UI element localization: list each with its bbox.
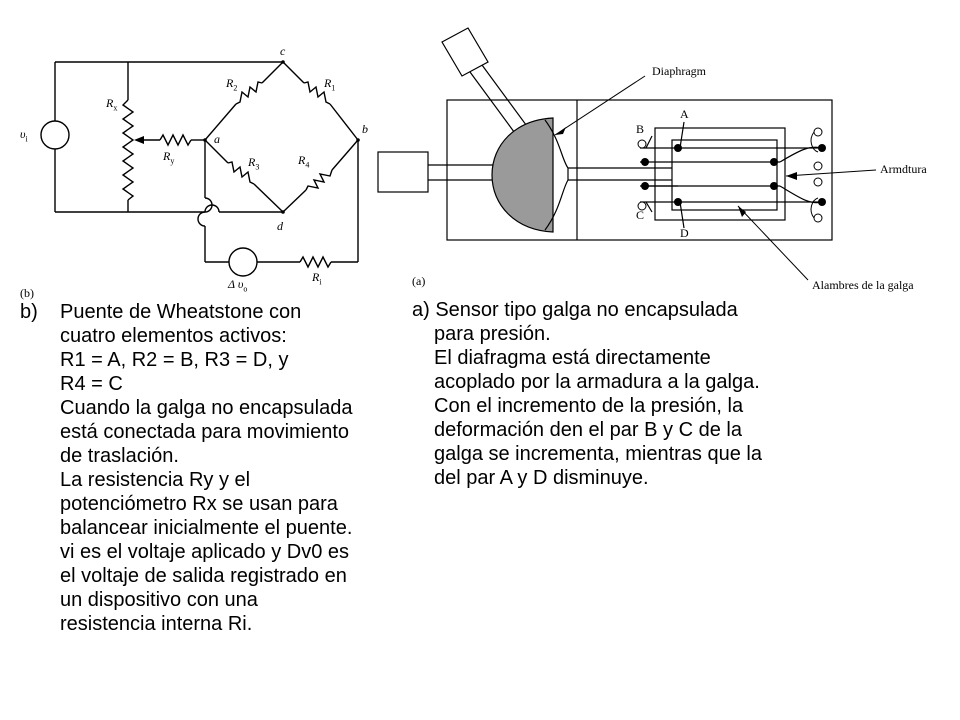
armadura-callout <box>785 169 877 177</box>
resistor-ri <box>299 255 332 269</box>
resistor-r4 <box>305 169 333 191</box>
node-b-label: b <box>362 122 368 136</box>
right-description: a) Sensor tipo galga no encapsulada para… <box>412 298 852 490</box>
left-line-2: cuatro elementos activos: <box>60 325 287 347</box>
pin-d-label: D <box>680 226 689 240</box>
panel-label-a: (a) <box>412 274 426 288</box>
alambres-callout <box>737 205 809 281</box>
node-d-label: d <box>277 219 283 233</box>
diaphragm <box>491 117 554 233</box>
rx-label: Rx <box>106 96 118 113</box>
left-line-12: el voltaje de salida registrado en <box>60 565 347 587</box>
left-line-14: resistencia interna Ri. <box>60 613 253 635</box>
diaphragm-label: Diaphragm <box>652 64 706 78</box>
node-c-label: c <box>280 44 286 58</box>
pin-b-label: B <box>636 122 645 136</box>
left-line-10: balancear inicialmente el puente. <box>60 517 353 539</box>
left-line-5: Cuando la galga no encapsulada <box>60 397 353 419</box>
vi-label: υi <box>20 127 28 144</box>
resistor-r1 <box>303 81 331 105</box>
r3-label: R3 <box>248 155 260 172</box>
potentiometer-rx <box>121 99 135 201</box>
ry-label: Ry <box>163 149 175 166</box>
r2-label: R2 <box>226 76 238 93</box>
right-line-6: deformación den el par B y C de la <box>434 419 742 441</box>
node-a-label: a <box>214 132 220 146</box>
ri-label: Ri <box>312 270 322 287</box>
right-line-2: para presión. <box>434 323 551 345</box>
vo-label: Δ υo <box>228 277 248 294</box>
left-line-11: vi es el voltaje aplicado y Dv0 es <box>60 541 350 563</box>
right-line-1: a) Sensor tipo galga no encapsulada <box>412 299 738 321</box>
left-line-9: potenciómetro Rx se usan para <box>60 493 338 515</box>
sensor-housing <box>446 99 833 241</box>
resistor-ry <box>159 133 192 147</box>
left-marker: b) <box>20 301 38 323</box>
r4-label: R4 <box>298 153 310 170</box>
left-line-13: un dispositivo con una <box>60 589 258 611</box>
pin-c-label: C <box>636 208 645 222</box>
resistor-r2 <box>235 81 263 105</box>
left-line-6: está conectada para movimiento <box>60 421 350 443</box>
right-line-7: galga se incrementa, mientras que la <box>434 443 762 465</box>
left-line-7: de traslación. <box>60 445 179 467</box>
r1-label: R1 <box>324 76 336 93</box>
left-line-4: R4 = C <box>60 373 123 395</box>
panel-label-b: (b) <box>20 286 34 300</box>
resistor-r3 <box>227 161 255 185</box>
left-line-8: La resistencia Ry y el <box>60 469 251 491</box>
left-description: b) Puente de Wheatstone con cuatro eleme… <box>20 300 410 636</box>
right-line-5: Con el incremento de la presión, la <box>434 395 744 417</box>
right-line-8: del par A y D disminuye. <box>434 467 649 489</box>
pin-a-label: A <box>680 107 689 121</box>
right-line-3: El diafragma está directamente <box>434 347 711 369</box>
alambres-label: Alambres de la galga <box>812 278 914 292</box>
armadura-label: Armdtura <box>880 162 927 176</box>
left-line-1: Puente de Wheatstone con <box>60 301 302 323</box>
left-line-3: R1 = A, R2 = B, R3 = D, y <box>60 349 289 371</box>
diaphragm-callout <box>554 75 646 136</box>
right-line-4: acoplado por la armadura a la galga. <box>434 371 760 393</box>
